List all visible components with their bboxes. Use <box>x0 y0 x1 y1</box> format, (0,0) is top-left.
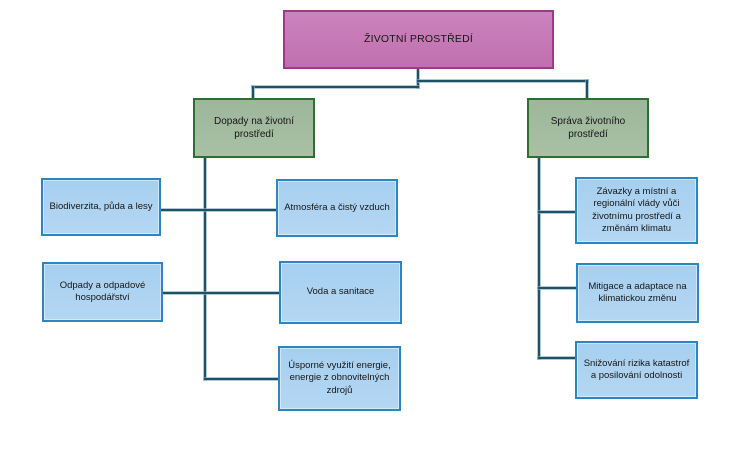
node-branch-governance-label: Správa životního prostředí <box>550 116 626 140</box>
node-root: ŽIVOTNÍ PROSTŘEDÍ <box>283 10 554 69</box>
connector-right-trunk <box>538 157 540 359</box>
connector-biodiversity-atmosphere <box>160 209 277 211</box>
node-leaf-energy-label: Úsporné využití energie, energie z obnov… <box>288 359 391 396</box>
connector-root-drop <box>417 69 419 88</box>
connector-waste-water <box>162 292 280 294</box>
connector-energy <box>204 378 279 380</box>
connector-left-branch-drop <box>252 86 254 98</box>
node-leaf-commitments: Závazky a místní a regionální vlády vůči… <box>575 177 698 244</box>
node-branch-impacts-label: Dopady na životní prostředí <box>213 116 295 140</box>
connector-left-horizontal <box>252 86 419 88</box>
connector-mitigation <box>538 287 577 289</box>
connector-commitments <box>538 211 576 213</box>
node-leaf-water: Voda a sanitace <box>279 261 402 324</box>
node-branch-governance: Správa životního prostředí <box>527 98 649 158</box>
node-leaf-atmosphere: Atmosféra a čistý vzduch <box>276 179 398 237</box>
connector-left-trunk <box>204 157 206 380</box>
node-root-label: ŽIVOTNÍ PROSTŘEDÍ <box>364 32 473 45</box>
connector-right-horizontal <box>417 80 588 82</box>
node-leaf-mitigation: Mitigace a adaptace na klimatickou změnu <box>576 263 699 323</box>
node-leaf-mitigation-label: Mitigace a adaptace na klimatickou změnu <box>588 280 687 304</box>
node-leaf-risk-label: Snižování rizika katastrof a posilování … <box>583 357 690 381</box>
node-branch-impacts: Dopady na životní prostředí <box>193 98 315 158</box>
node-leaf-risk: Snižování rizika katastrof a posilování … <box>575 341 698 399</box>
node-leaf-water-label: Voda a sanitace <box>306 286 375 298</box>
node-leaf-waste-label: Odpady a odpadové hospodářství <box>59 279 146 303</box>
node-leaf-commitments-label: Závazky a místní a regionální vlády vůči… <box>592 185 681 234</box>
connector-risk <box>538 357 576 359</box>
node-leaf-biodiversity: Biodiverzita, půda a lesy <box>41 178 161 236</box>
node-leaf-energy: Úsporné využití energie, energie z obnov… <box>278 346 401 411</box>
connector-right-branch-drop <box>586 80 588 98</box>
node-leaf-waste: Odpady a odpadové hospodářství <box>42 262 163 322</box>
node-leaf-biodiversity-label: Biodiverzita, půda a lesy <box>49 200 153 212</box>
node-leaf-atmosphere-label: Atmosféra a čistý vzduch <box>284 201 390 213</box>
